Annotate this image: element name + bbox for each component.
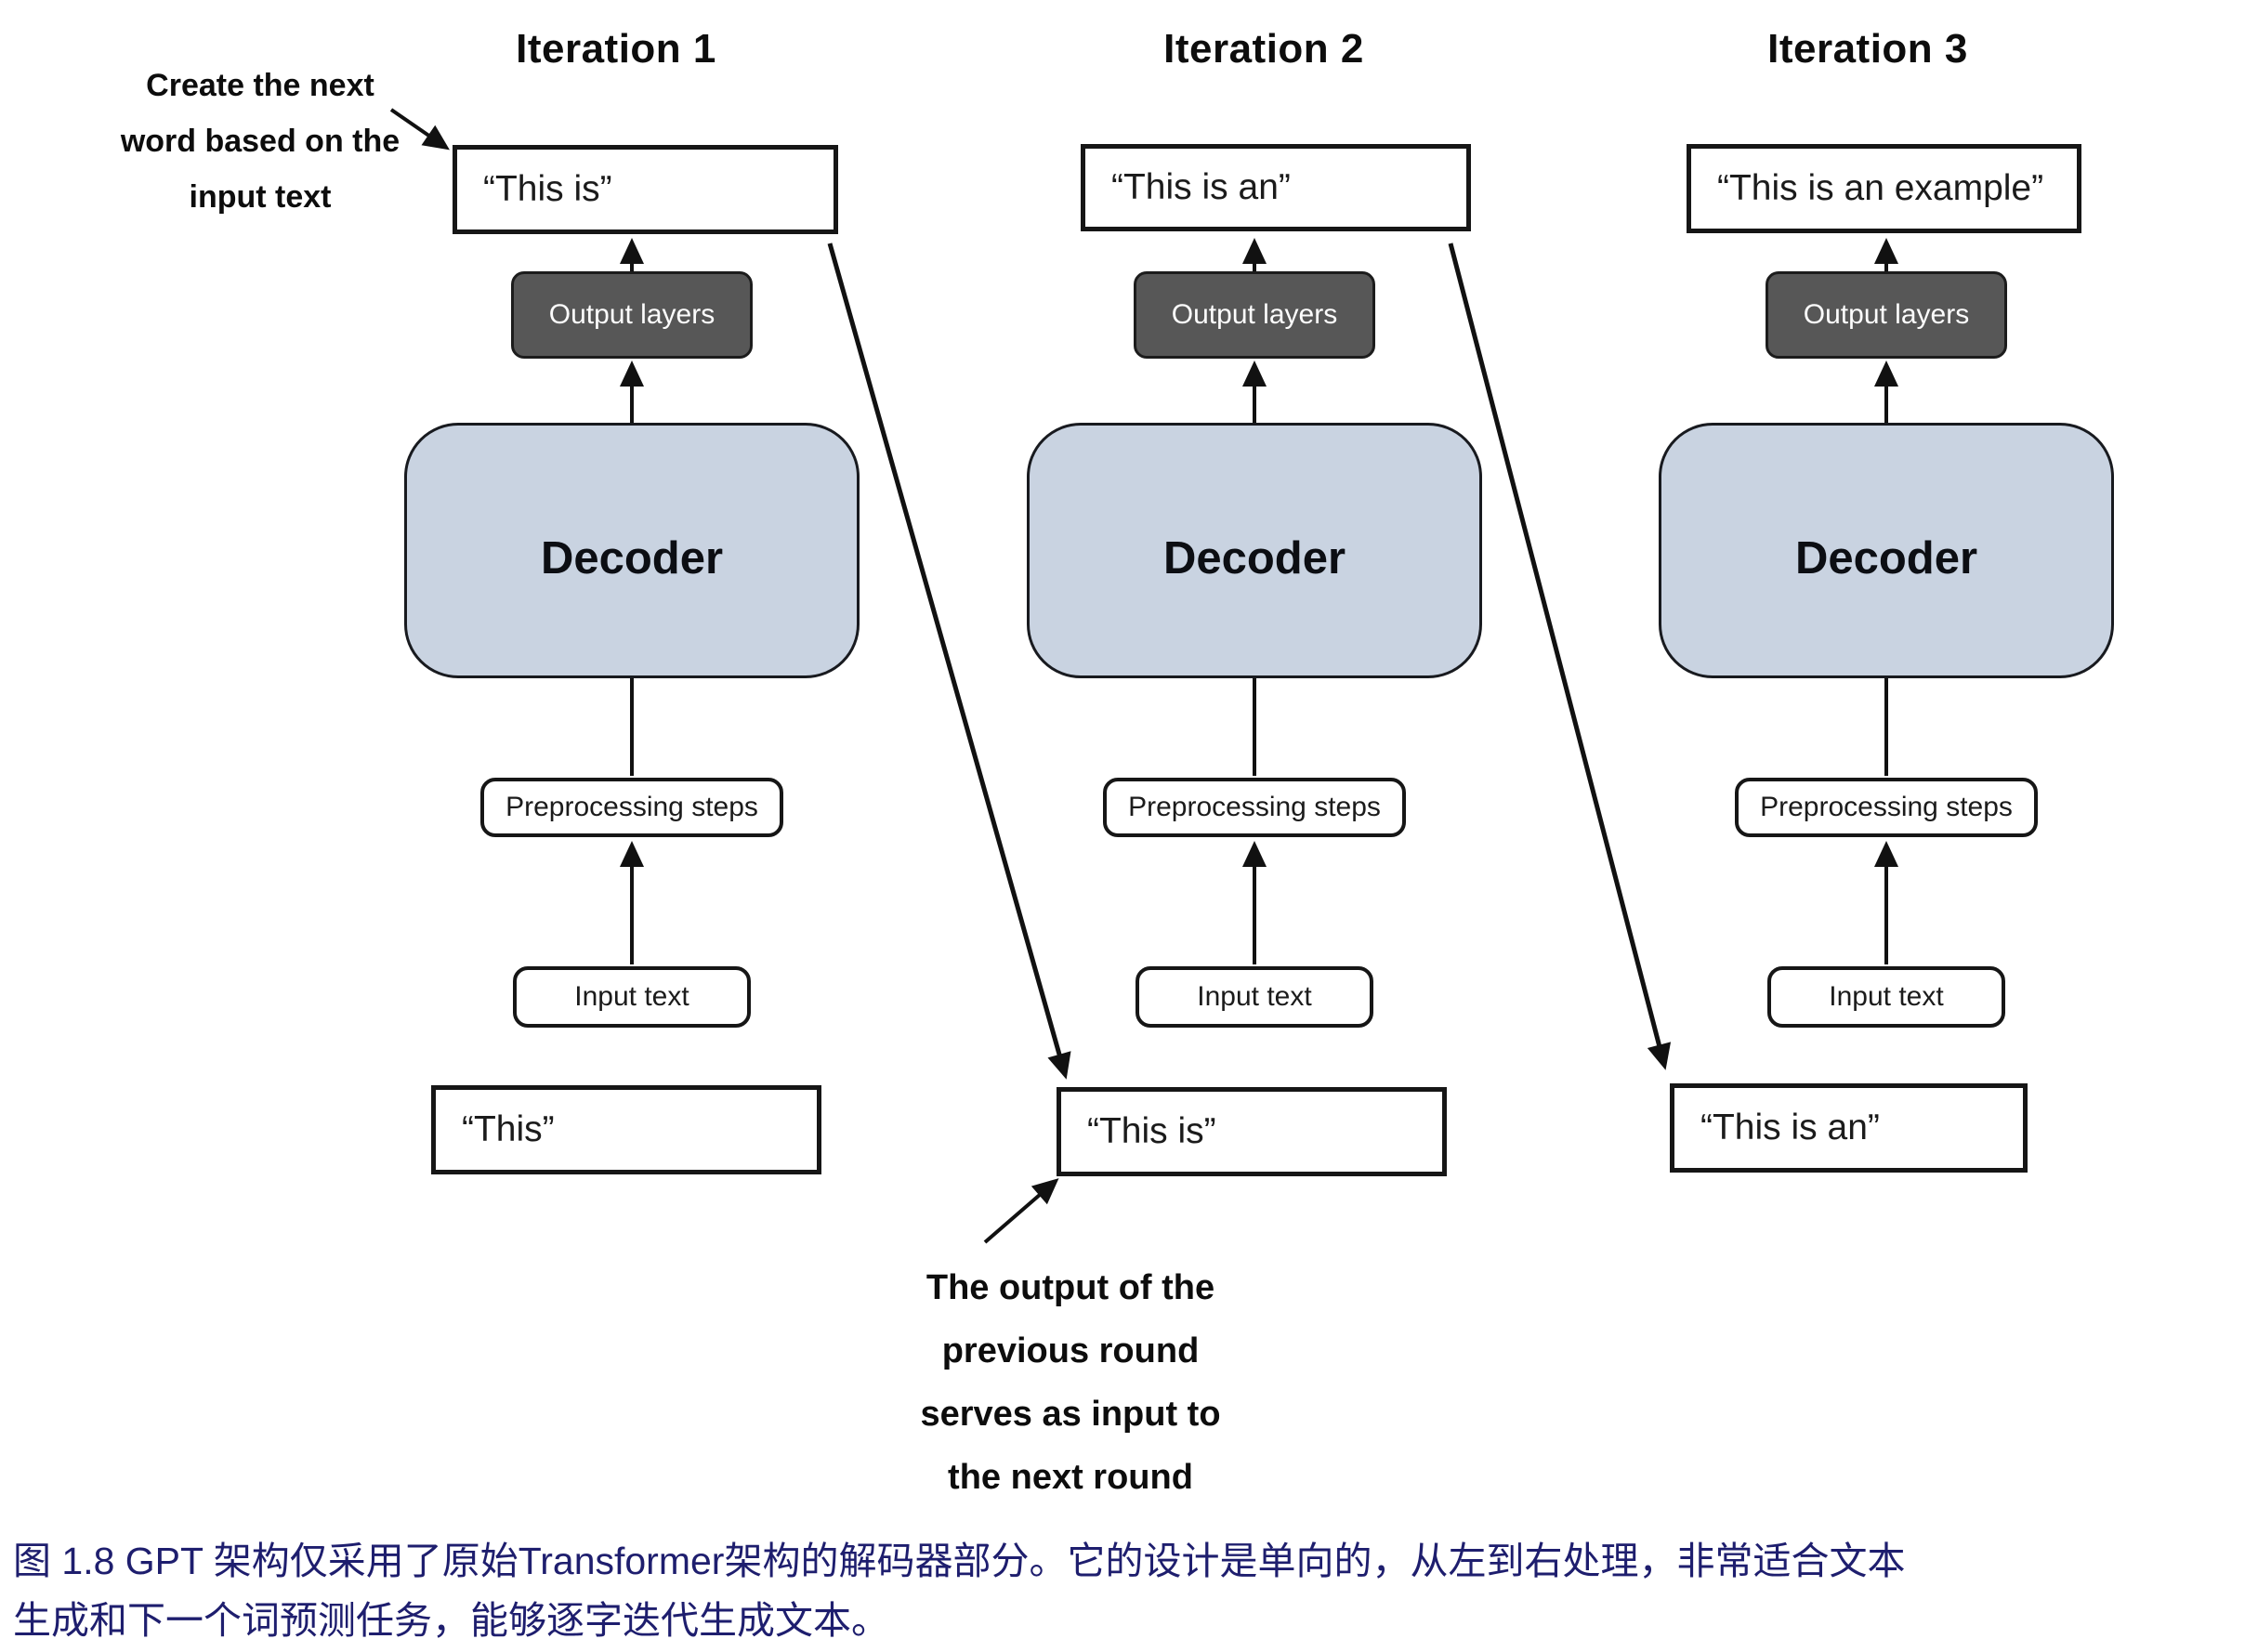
decoder-box-3: Decoder [1659, 423, 2114, 678]
note-line: The output of the [926, 1268, 1215, 1307]
input-text-box-2: Input text [1136, 966, 1373, 1028]
figure-caption-line-2: 生成和下一个词预测任务，能够逐字迭代生成文本。 [13, 1599, 889, 1642]
output-layers-box-2: Output layers [1134, 271, 1375, 359]
note-line: Create the next [146, 68, 374, 103]
figure-caption-line-1: 图 1.8 GPT 架构仅采用了原始Transformer架构的解码器部分。它的… [13, 1540, 1906, 1582]
generated-text-1: “This is” [483, 169, 612, 209]
input-string-box-1: “This” [431, 1085, 821, 1174]
arrow-output1-to-input2 [827, 243, 1071, 1080]
note-line: word based on the [120, 124, 400, 159]
preprocessing-label-1: Preprocessing steps [505, 792, 758, 822]
iteration-2-title: Iteration 2 [1163, 26, 1364, 72]
input-string-2: “This is” [1087, 1111, 1216, 1151]
iteration-1-title: Iteration 1 [516, 26, 716, 72]
output-layers-box-3: Output layers [1766, 271, 2007, 359]
input-text-label-3: Input text [1829, 981, 1944, 1012]
decoder-label-1: Decoder [540, 532, 724, 583]
decoder-label-3: Decoder [1794, 532, 1978, 583]
preprocessing-steps-box-2: Preprocessing steps [1103, 778, 1406, 837]
decoder-box-2: Decoder [1027, 423, 1482, 678]
note-line: the next round [948, 1458, 1193, 1497]
preprocessing-label-2: Preprocessing steps [1128, 792, 1381, 822]
iteration-3-title: Iteration 3 [1767, 26, 1968, 72]
note-line: input text [189, 179, 332, 215]
note-line: serves as input to [920, 1395, 1221, 1434]
arrow-note-output-previous-round [983, 1178, 1059, 1244]
input-text-label-2: Input text [1197, 981, 1312, 1012]
input-text-box-3: Input text [1767, 966, 2005, 1028]
input-text-label-1: Input text [574, 981, 689, 1012]
generated-text-3: “This is an example” [1717, 168, 2044, 208]
generated-text-box-3: “This is an example” [1687, 144, 2081, 233]
decoder-box-1: Decoder [404, 423, 860, 678]
generated-text-box-2: “This is an” [1081, 144, 1471, 231]
input-string-box-3: “This is an” [1670, 1083, 2028, 1173]
output-layers-box-1: Output layers [511, 271, 753, 359]
input-string-1: “This” [462, 1109, 555, 1149]
preprocessing-steps-box-1: Preprocessing steps [480, 778, 783, 837]
note-create-next-word: Create the next word based on the input … [56, 58, 465, 225]
arrow-output2-to-input3 [1448, 243, 1672, 1070]
output-layers-label-2: Output layers [1171, 299, 1338, 330]
input-text-box-1: Input text [513, 966, 751, 1028]
preprocessing-label-3: Preprocessing steps [1760, 792, 2013, 822]
figure-caption: 图 1.8 GPT 架构仅采用了原始Transformer架构的解码器部分。它的… [13, 1531, 2248, 1650]
output-layers-label-3: Output layers [1803, 299, 1970, 330]
decoder-label-2: Decoder [1162, 532, 1346, 583]
input-string-box-2: “This is” [1057, 1087, 1447, 1176]
input-string-3: “This is an” [1700, 1108, 1880, 1147]
note-output-previous-round: The output of the previous round serves … [829, 1256, 1312, 1509]
generated-text-2: “This is an” [1111, 167, 1291, 207]
note-line: previous round [941, 1331, 1200, 1370]
preprocessing-steps-box-3: Preprocessing steps [1735, 778, 2038, 837]
output-layers-label-1: Output layers [548, 299, 715, 330]
generated-text-box-1: “This is” [453, 145, 838, 234]
